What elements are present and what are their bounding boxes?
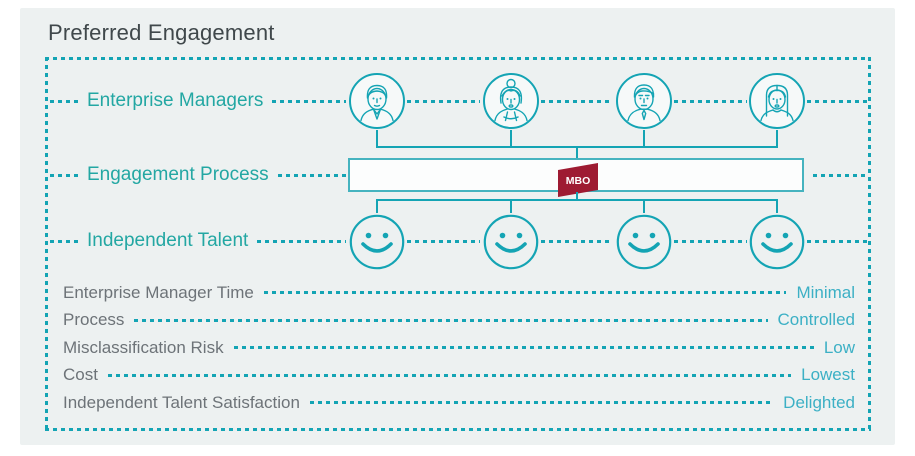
metrics-list: Enterprise Manager Time Minimal Process … [63,279,855,417]
dotted-leader [107,373,792,377]
connector-line [376,130,378,146]
dotted-connector [813,174,867,177]
dashed-frame [45,57,871,431]
row-independent-talent: Independent Talent [50,228,346,254]
metric-label: Independent Talent Satisfaction [63,392,300,412]
dotted-leader [309,401,774,405]
dotted-connector [50,173,78,177]
connector-line [643,130,645,146]
metric-row: Misclassification Risk Low [63,334,855,362]
connector-line [776,130,778,146]
dotted-connector [277,173,346,177]
connector-line [510,201,512,213]
row-engagement-process: Engagement Process [50,162,346,188]
smiley-face-icon [348,213,406,271]
metric-value: Controlled [777,310,856,330]
row-label-engagement-process: Engagement Process [87,164,269,185]
dotted-leader [134,318,768,322]
metric-label: Cost [63,365,98,385]
metric-value: Delighted [783,392,855,412]
dotted-connector [541,100,613,103]
row-label-enterprise-managers: Enterprise Managers [87,90,264,111]
metric-value: Minimal [796,282,855,302]
connector-line [643,201,645,213]
mbo-badge-label: MBO [566,175,591,187]
row-label-independent-talent: Independent Talent [87,230,249,251]
connector-line [776,201,778,213]
metric-label: Process [63,310,125,330]
dotted-connector [407,240,480,243]
page-title: Preferred Engagement [48,20,275,45]
metric-row: Cost Lowest [63,362,855,390]
metric-label: Misclassification Risk [63,337,224,357]
connector-line [576,192,578,200]
row-enterprise-managers: Enterprise Managers [50,88,346,114]
metric-row: Independent Talent Satisfaction Delighte… [63,389,855,417]
dotted-connector [50,99,78,103]
dotted-leader [263,291,787,295]
dotted-leader [233,346,814,350]
metric-label: Enterprise Manager Time [63,282,254,302]
manager-avatar-icon [615,72,673,130]
manager-avatar-icon [748,72,806,130]
smiley-face-icon [748,213,806,271]
dotted-connector [272,99,346,103]
connector-line [376,199,778,201]
metric-value: Lowest [801,365,855,385]
dotted-connector [807,240,867,243]
manager-avatar-icon [482,72,540,130]
mbo-badge: MBO [557,160,599,198]
dotted-connector [807,100,867,103]
smiley-face-icon [482,213,540,271]
mbo-flag-icon [558,163,598,197]
dotted-connector [50,239,78,243]
dotted-connector [541,240,613,243]
connector-line [376,146,778,148]
metric-row: Process Controlled [63,307,855,335]
manager-avatar-icon [348,72,406,130]
connector-line [576,148,578,158]
dotted-connector [674,100,747,103]
dotted-connector [674,240,747,243]
dotted-connector [407,100,480,103]
connector-line [376,201,378,213]
connector-line [510,130,512,146]
metric-value: Low [823,337,855,357]
smiley-face-icon [615,213,673,271]
metric-row: Enterprise Manager Time Minimal [63,279,855,307]
dotted-connector [257,239,346,243]
